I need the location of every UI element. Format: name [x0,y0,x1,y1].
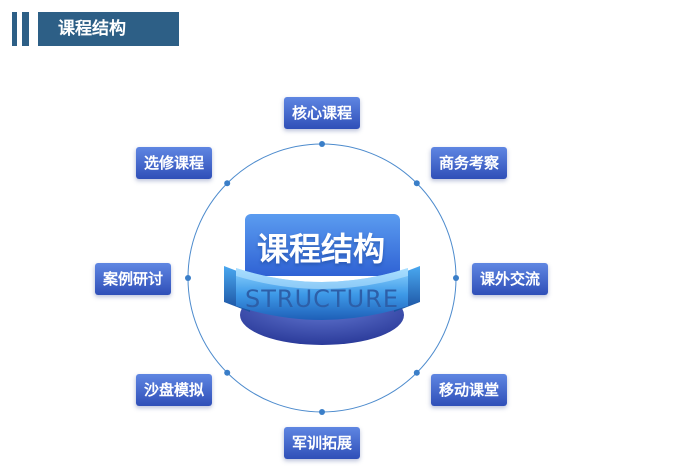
page-title: 课程结构 [38,12,179,46]
node-business-visit: 商务考察 [430,147,508,179]
orbit-dots [185,141,459,415]
orbit-dot [319,409,325,415]
center-subtitle: STRUCTURE [245,285,399,313]
orbit-dot [224,369,231,376]
node-extracurricular: 课外交流 [471,263,549,295]
ribbon-highlight [236,268,408,289]
node-sandbox-simulation: 沙盘模拟 [135,374,213,406]
orbit-dot [453,275,459,281]
orbit-dot [224,180,231,187]
node-elective-courses: 选修课程 [135,147,213,179]
header-accent-bar-1 [12,12,17,46]
header-accent-bar-2 [22,12,29,46]
orbit-dot [319,141,325,147]
orbit-dot [185,275,191,281]
orbit-dot [413,369,420,376]
node-case-study: 案例研讨 [94,263,172,295]
center-title: 课程结构 [256,230,386,268]
orbit-dot [413,180,420,187]
center-board [245,214,400,276]
node-mobile-classroom: 移动课堂 [430,374,508,406]
node-core-courses: 核心课程 [283,97,361,129]
node-military-training: 军训拓展 [283,427,361,459]
